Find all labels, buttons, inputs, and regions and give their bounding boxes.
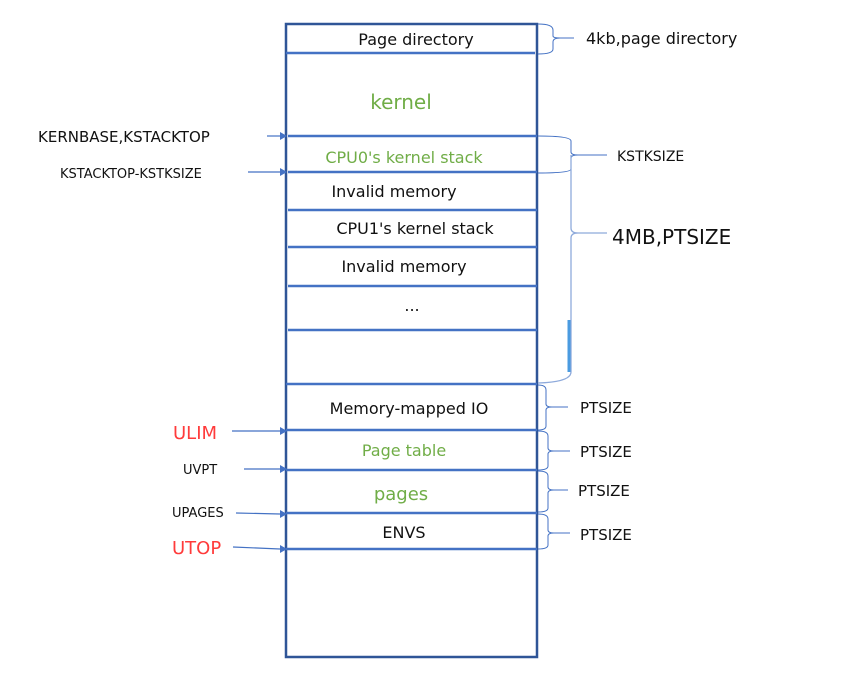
region-kernel: kernel	[370, 90, 432, 114]
brace-page-directory	[537, 23, 574, 55]
dividers	[286, 51, 537, 551]
label-kstacktop-kstksize: KSTACKTOP-KSTKSIZE	[60, 167, 202, 182]
brace-page-table	[537, 430, 570, 471]
region-page-directory: Page directory	[358, 30, 473, 49]
label-ptsize-mmio: PTSIZE	[580, 399, 632, 417]
region-pages: pages	[374, 484, 428, 505]
label-4kb-page-directory: 4kb,page directory	[586, 29, 737, 48]
arrowhead-icon	[280, 168, 287, 176]
arrowhead-icon	[280, 465, 287, 473]
memory-box	[284, 22, 539, 659]
region-page-table: Page table	[362, 441, 446, 460]
arrowhead-icon	[280, 510, 287, 518]
region-memory-mapped-io: Memory-mapped IO	[330, 399, 489, 418]
arrowhead-icon	[280, 132, 287, 140]
label-ptsize-envs: PTSIZE	[580, 526, 632, 544]
label-kstksize: KSTKSIZE	[617, 149, 684, 165]
label-ptsize-pages: PTSIZE	[578, 482, 630, 500]
label-ulim: ULIM	[173, 423, 217, 444]
arrowhead-icon	[280, 427, 287, 435]
arrow-upages	[235, 512, 281, 515]
brace-4mb-ptsize	[537, 155, 607, 384]
label-ptsize-page-table: PTSIZE	[580, 443, 632, 461]
label-uvpt: UVPT	[183, 463, 217, 478]
label-4mb-ptsize: 4MB,PTSIZE	[612, 225, 731, 249]
brace-envs	[537, 513, 570, 550]
arrowhead-icon	[280, 545, 287, 553]
label-utop: UTOP	[172, 538, 221, 559]
region-ellipsis: ...	[404, 296, 419, 315]
label-upages: UPAGES	[172, 506, 224, 521]
label-kernbase-kstacktop: KERNBASE,KSTACKTOP	[38, 128, 210, 146]
region-cpu1-kernel-stack: CPU1's kernel stack	[336, 219, 494, 238]
arrow-utop	[232, 546, 281, 550]
region-cpu0-kernel-stack: CPU0's kernel stack	[325, 148, 483, 167]
region-envs: ENVS	[382, 523, 425, 542]
region-invalid-memory-1: Invalid memory	[331, 182, 456, 201]
brace-pages	[537, 470, 568, 513]
region-invalid-memory-2: Invalid memory	[341, 257, 466, 276]
brace-kstksize	[537, 135, 607, 174]
brace-mmio	[537, 384, 568, 431]
